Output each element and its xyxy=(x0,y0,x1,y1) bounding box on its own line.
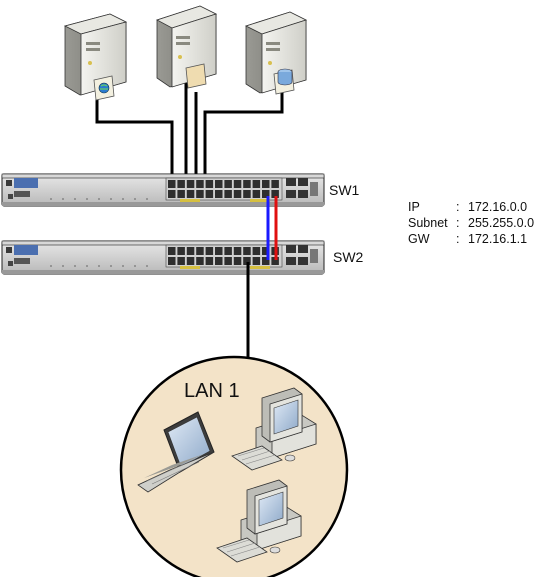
switch-port xyxy=(262,190,270,198)
switch-port xyxy=(233,257,242,265)
info-value: 172.16.0.0 xyxy=(468,200,528,214)
switch-port xyxy=(252,247,261,255)
info-value: 172.16.1.1 xyxy=(468,232,528,246)
server-web-icon xyxy=(63,13,128,101)
switch-port xyxy=(205,180,214,188)
switch-port xyxy=(233,247,242,255)
info-key: Subnet xyxy=(408,216,448,230)
lan-label: LAN 1 xyxy=(184,380,240,402)
switch-port xyxy=(224,190,232,198)
switch-port xyxy=(186,190,195,198)
switch-sw1-icon xyxy=(1,173,325,207)
switch-label-sw1: SW1 xyxy=(329,182,360,198)
switch-port xyxy=(196,190,204,198)
switch-port xyxy=(262,257,270,265)
switch-port xyxy=(233,180,242,188)
server-cables xyxy=(95,80,284,185)
switch-port xyxy=(243,180,251,188)
switch-port xyxy=(271,257,279,265)
switch-port xyxy=(243,247,251,255)
switch-port xyxy=(252,190,261,198)
desktop-computer-icon xyxy=(231,387,317,471)
switch-port xyxy=(271,180,279,188)
switch-port xyxy=(233,190,242,198)
switch-port xyxy=(196,257,204,265)
desktop-computer-icon xyxy=(216,479,302,563)
switch-port xyxy=(186,257,195,265)
info-key: IP xyxy=(408,200,420,214)
info-separator: : xyxy=(456,200,460,214)
laptop-icon xyxy=(137,411,215,493)
switch-port xyxy=(205,190,214,198)
switch-port xyxy=(196,180,204,188)
switch-port xyxy=(262,180,270,188)
switch-port xyxy=(252,180,261,188)
uplink-cables xyxy=(266,196,278,260)
switch-port xyxy=(168,180,176,188)
switch-port xyxy=(205,257,214,265)
switch-port xyxy=(215,190,223,198)
switch-port xyxy=(168,257,176,265)
info-separator: : xyxy=(456,216,460,230)
switch-label-sw2: SW2 xyxy=(333,249,364,265)
switch-port xyxy=(252,257,261,265)
switch-port xyxy=(215,247,223,255)
info-value: 255.255.0.0 xyxy=(468,216,535,230)
switch-port xyxy=(186,247,195,255)
info-key: GW xyxy=(408,232,430,246)
info-row-subnet: Subnet : 255.255.0.0 xyxy=(408,215,534,231)
switch-port xyxy=(243,257,251,265)
switch-port xyxy=(271,190,279,198)
switch-port xyxy=(177,247,185,255)
switch-port xyxy=(224,247,232,255)
info-row-ip: IP : 172.16.0.0 xyxy=(408,199,534,215)
info-row-gw: GW : 172.16.1.1 xyxy=(408,231,534,247)
switch-port xyxy=(215,180,223,188)
switch-port xyxy=(177,190,185,198)
switch-port xyxy=(196,247,204,255)
switch-port xyxy=(177,257,185,265)
switch-port xyxy=(177,180,185,188)
switch-port xyxy=(215,257,223,265)
switch-port xyxy=(186,180,195,188)
switch-port xyxy=(205,247,214,255)
switch-sw2-icon xyxy=(1,240,325,275)
switch-port xyxy=(224,180,232,188)
switch-port xyxy=(224,257,232,265)
switch-port xyxy=(168,190,176,198)
switch-port xyxy=(168,247,176,255)
info-separator: : xyxy=(456,232,460,246)
switch-port xyxy=(262,247,270,255)
server-file-icon xyxy=(155,5,218,89)
switch-port xyxy=(243,190,251,198)
network-info-panel: IP : 172.16.0.0 Subnet : 255.255.0.0 GW … xyxy=(408,199,534,247)
server-database-icon xyxy=(244,11,308,95)
